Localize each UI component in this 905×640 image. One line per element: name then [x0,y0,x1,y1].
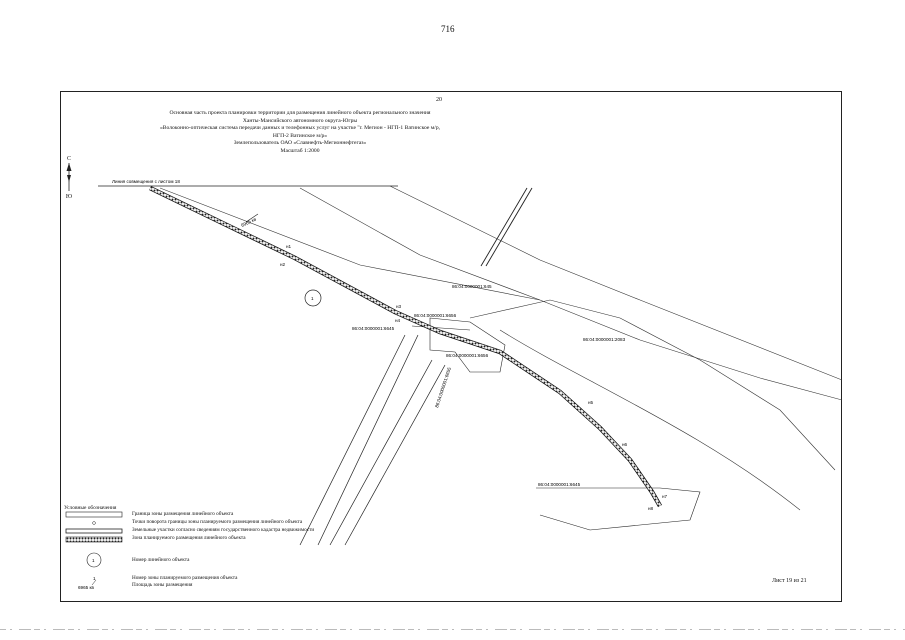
object-number-circle [304,289,322,307]
planned-corridor-zone [149,186,662,507]
legend-symbol-area: 6965 кв [78,585,95,590]
cadastral-label-4: 86:04:0000001:6656 [446,353,489,358]
road-line-6 [344,364,446,546]
legend-item-parcel: Земельные участки согласно сведениям гос… [132,527,315,533]
point-label-n3: н3 [396,304,402,309]
title-line-4: НГП-2 Ватинское м/р» [272,132,328,139]
legend-item-boundary: Граница зоны размещения линейного объект… [132,511,234,517]
road-line-1 [485,187,533,267]
road-edge-upper-2 [299,187,541,301]
point-label-n1: н1 [286,244,292,249]
point-label-n4: н4 [395,318,401,323]
legend-item-number: Номер линейного объекта [132,557,190,563]
scan-noise-strip [0,629,905,630]
area-label: 6965 кв [240,216,257,228]
title-line-5: Землепользователь ОАО «Славнефть-Мегионн… [233,140,367,147]
land-boundary-line [389,185,843,381]
legend-symbol-number [86,552,102,568]
parcel-line [411,325,471,331]
legend-area-leader [91,579,97,586]
road-edge-upper [159,187,843,401]
land-boundary-curve [499,329,801,511]
title-line-2: Ханты-Мансийского автономного округа-Югр… [242,117,358,124]
road-line-3 [299,334,406,546]
point-label-n5: н5 [588,400,594,405]
cadastral-label-3: 86:04:0000001:6645 [352,326,395,331]
legend-item-area: Площадь зоны размещения [132,582,193,588]
road-line-5 [329,359,433,546]
legend-symbol-parcel [65,528,123,534]
title-line-6: Масштаб 1:2000 [280,147,320,154]
legend-symbol-point [92,521,96,525]
legend-symbol-boundary [65,511,123,518]
land-parcel-edge [469,299,836,471]
point-label-n6: н6 [622,442,628,447]
cadastral-label-6: 86:04:0000001:2083 [583,337,626,342]
road-line-4 [317,334,419,546]
legend-symbol-zone [65,536,123,543]
point-label-n7: н7 [662,494,668,499]
area-leader [245,213,259,223]
legend-title: Условные обозначения [64,505,117,511]
compass-south-label: Ю [65,194,73,200]
title-line-1: Основная часть проекта планировки террит… [169,110,431,116]
title-line-3: «Волоконно-оптическая система передачи д… [159,125,441,132]
corridor-outline [149,185,662,508]
compass-north-label: С [66,156,71,162]
match-line-label: Линия совмещения с листом 18 [112,179,180,184]
object-number: 1 [311,296,314,301]
legend-item-point: Точки поворота границы зоны планируемого… [132,519,303,525]
cadastral-label-7: 86:04:0000001:6645 [538,482,581,487]
cadastral-label-5: 86:04:0000001:6655 [434,366,452,408]
page-number: 716 [441,24,455,34]
cadastral-label-2: 86:04:0000001:6656 [414,313,457,318]
point-label-n8: н8 [648,506,654,511]
cadastral-label-1: 86:04:0000001:645 [452,284,492,289]
map-sheet-frame [60,91,842,602]
legend-symbol-area-top: 1 [93,576,96,581]
legend-item-zone-number: Номер зоны планируемого размещения объек… [132,575,238,581]
land-parcel-lower [536,487,701,531]
legend-item-zone: Зона планируемого размещения линейного о… [132,535,246,541]
north-arrow: С Ю [64,156,74,200]
land-parcel-center [429,317,506,373]
sheet-count: Лист 19 из 21 [772,578,807,584]
sheet-number: 20 [436,97,442,103]
legend-symbol-number-text: 1 [92,558,95,563]
point-label-n2: н2 [280,262,286,267]
road-line-2 [480,187,528,267]
north-arrow-icon [66,163,72,191]
title-block: Основная часть проекта планировки террит… [120,110,480,156]
